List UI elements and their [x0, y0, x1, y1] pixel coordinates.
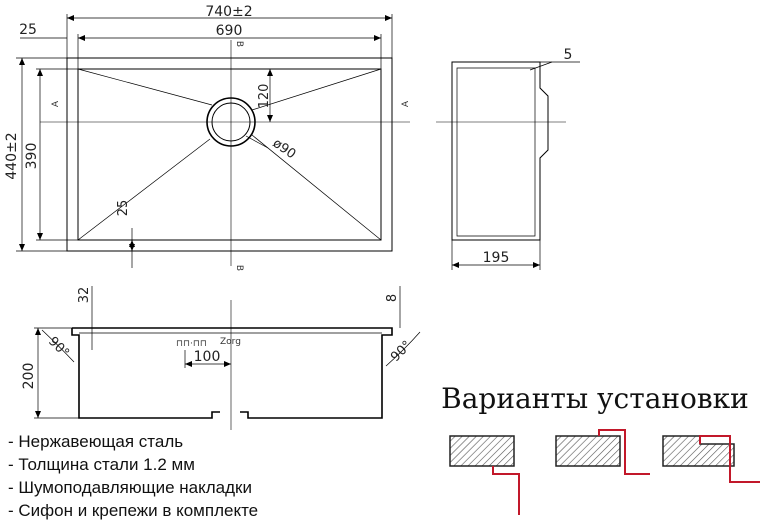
feature-item: - Толщина стали 1.2 мм	[8, 455, 195, 474]
dim-corner-offset: 25	[116, 200, 131, 217]
dim-front-left-edge: 32	[77, 287, 92, 304]
dim-front-right-edge: 8	[385, 294, 400, 302]
dim-drain-offset: 120	[257, 84, 272, 109]
overflow-holes: ⊓⊓·⊓⊓	[176, 339, 207, 349]
front-profile-right	[72, 327, 393, 419]
diagonal-line	[77, 68, 213, 106]
install-variant-undermount	[449, 435, 520, 515]
diagonal-line	[77, 138, 211, 241]
dim-angle-left: 90°	[45, 334, 72, 361]
front-view: ⊓⊓·⊓⊓ Zorg 32 8 90° 90° 200 100	[21, 286, 421, 430]
dim-overall-height: 440±2	[4, 132, 20, 179]
install-variants: Варианты установки	[441, 382, 760, 515]
install-variant-flush	[555, 429, 650, 475]
feature-item: - Нержавеющая сталь	[8, 432, 184, 451]
dim-flange-left: 25	[19, 22, 37, 38]
dim-drain-diameter: ø90	[270, 136, 299, 162]
section-label-b-top: B	[234, 41, 244, 47]
section-label-a-left: A	[51, 100, 61, 107]
dim-front-height: 200	[21, 363, 37, 390]
top-view: 740±2 690 25 440±2 390 120 ø90 25 A A B	[4, 4, 411, 271]
sink-outer-outline	[66, 57, 393, 252]
sink-bowl-outline	[77, 68, 382, 241]
dim-overall-width: 740±2	[205, 4, 252, 20]
side-profile-outer	[451, 61, 549, 241]
side-profile-inner	[456, 67, 536, 237]
section-label-b-bottom: B	[234, 265, 244, 271]
dim-side-depth: 195	[483, 250, 510, 266]
section-label-a-right: A	[401, 100, 411, 107]
feature-item: - Сифон и крепежи в комплекте	[8, 501, 259, 520]
dim-inner-height: 390	[24, 143, 40, 170]
dim-side-flange: 5	[564, 47, 573, 63]
dim-front-spacing: 100	[194, 349, 221, 365]
diagonal-line	[251, 68, 382, 111]
side-view: 5 195	[436, 47, 580, 270]
brand-logo: Zorg	[220, 337, 241, 347]
diagonal-line	[251, 134, 382, 241]
dim-inner-width: 690	[216, 23, 243, 39]
install-title: Варианты установки	[441, 382, 749, 415]
install-variant-recessed	[662, 435, 760, 483]
feature-item: - Шумоподавляющие накладки	[8, 478, 252, 497]
